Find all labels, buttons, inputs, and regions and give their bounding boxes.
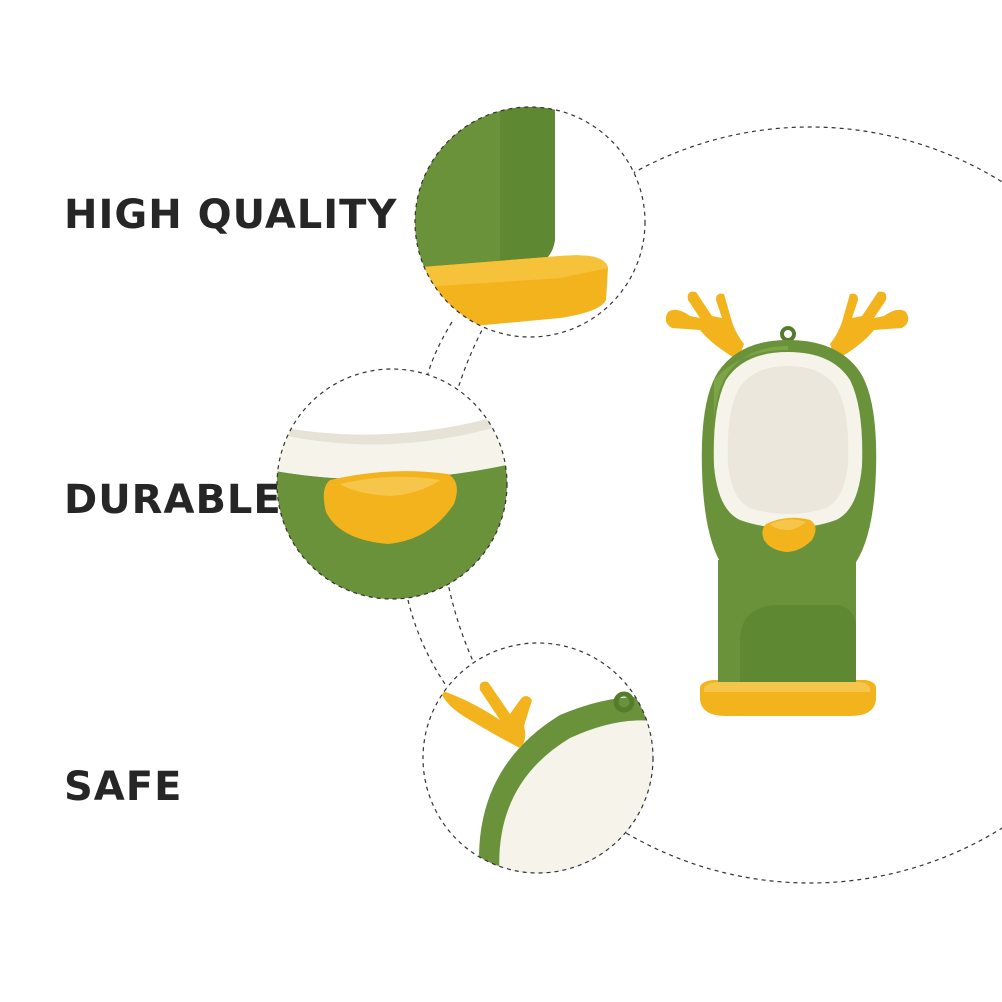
antler-icon [830, 291, 909, 360]
detail-circle-beak [276, 368, 508, 600]
antler-icon [440, 681, 532, 748]
hook-icon [780, 326, 796, 342]
detail-circle-base [414, 106, 646, 338]
detail-circle-antler [422, 642, 654, 874]
feature-label-high-quality: HIGH QUALITY [64, 192, 398, 238]
product-dashed-ring [439, 126, 1002, 884]
feature-label-durable: DURABLE [64, 477, 282, 523]
product-urinal [665, 291, 909, 716]
antler-icon [665, 291, 744, 360]
feature-label-safe: SAFE [64, 764, 183, 810]
